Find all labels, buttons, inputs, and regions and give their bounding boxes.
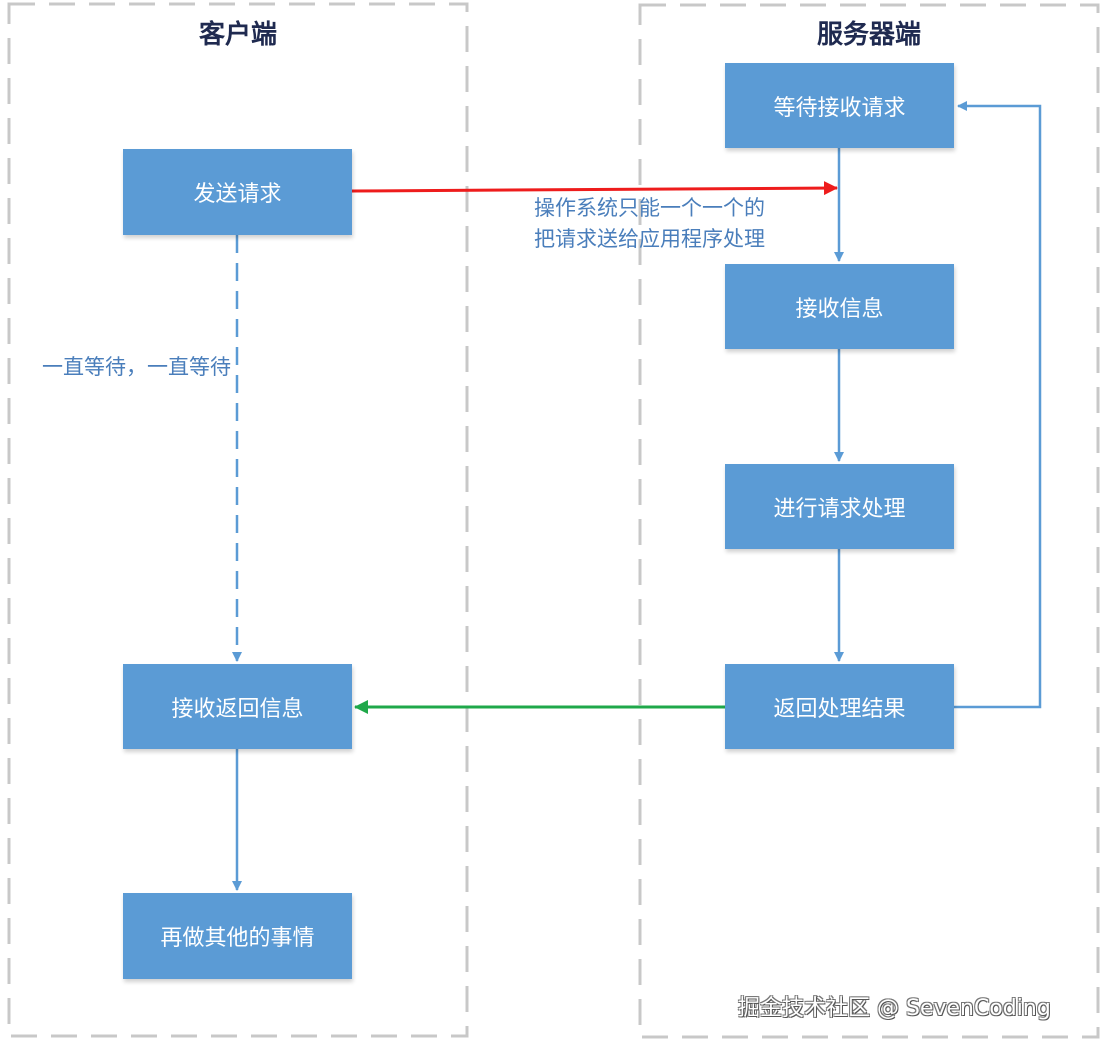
os-note-line1: 操作系统只能一个一个的: [534, 196, 765, 220]
step-do-other-things: 再做其他的事情: [123, 893, 352, 979]
step-return-result: 返回处理结果: [725, 664, 954, 749]
watermark: 掘金技术社区 @ SevenCoding: [738, 996, 1051, 1021]
step-process-request: 进行请求处理: [725, 464, 954, 549]
step-receive-info: 接收信息: [725, 264, 954, 349]
server-lane: [638, 3, 1100, 1039]
step-send-request: 发送请求: [123, 149, 352, 235]
server-loop-back-connector: [954, 101, 1042, 709]
client-lane-title: 客户端: [198, 20, 277, 50]
client-lane: [7, 2, 469, 1038]
server-lane-title: 服务器端: [816, 20, 921, 50]
step-receive-response: 接收返回信息: [123, 664, 352, 749]
os-note-line2: 把请求送给应用程序处理: [534, 227, 765, 251]
step-wait-request: 等待接收请求: [725, 63, 954, 148]
request-arrow: [351, 181, 838, 196]
waiting-annotation: 一直等待，一直等待: [42, 355, 231, 379]
